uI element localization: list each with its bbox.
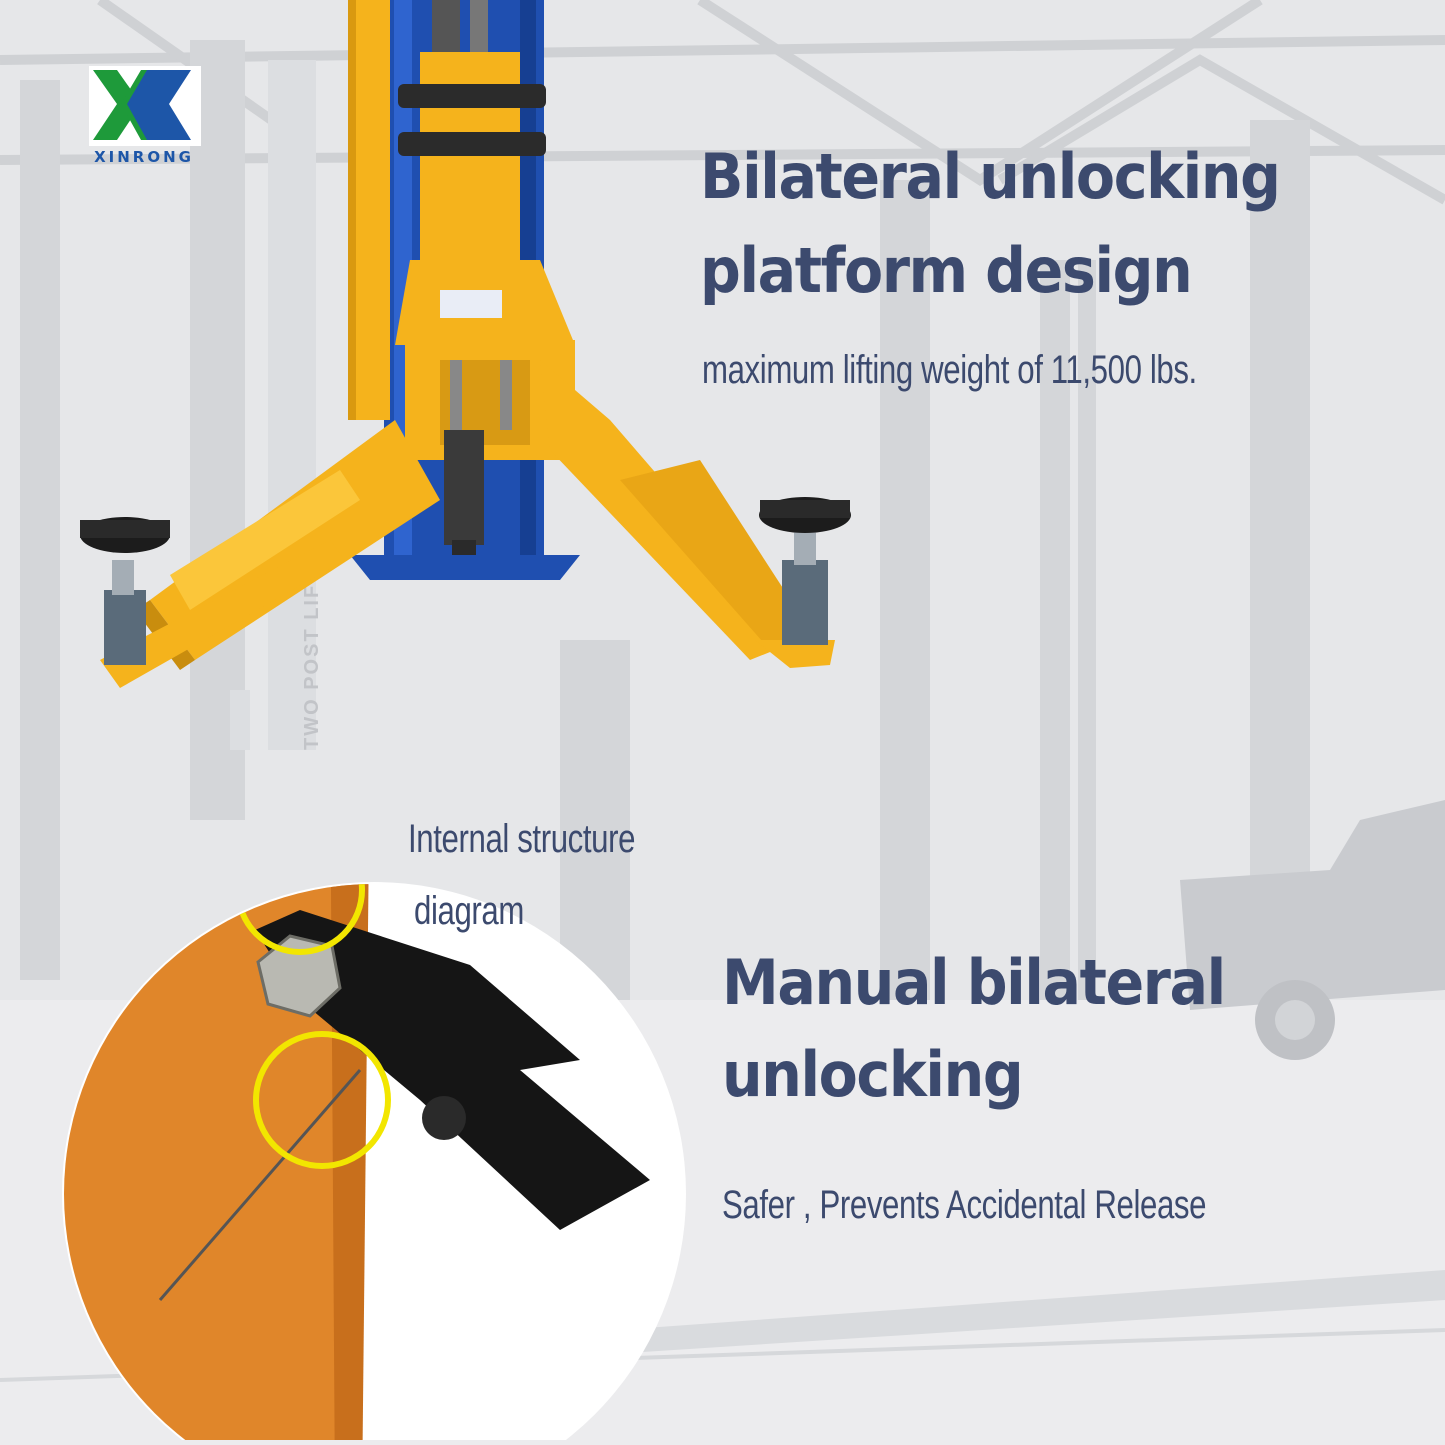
- diagram-label-line-1: Internal structure: [408, 817, 636, 861]
- detail-tagline: Safer , Prevents Accidental Release: [722, 1183, 1207, 1227]
- hero-title-line-2: platform design: [700, 234, 1193, 307]
- internal-structure-diagram: [62, 882, 686, 1440]
- hero-title-line-1: Bilateral unlocking: [700, 140, 1281, 213]
- brand-logo-icon: [89, 66, 201, 146]
- post-label: TWO POST LIFT: [301, 570, 323, 750]
- detail-title-line-2: unlocking: [722, 1038, 1024, 1111]
- brand-name: XINRONG: [94, 148, 194, 166]
- diagram-label-line-2: diagram: [414, 889, 524, 933]
- hero-subtitle: maximum lifting weight of 11,500 lbs.: [702, 348, 1197, 392]
- detail-title-line-1: Manual bilateral: [722, 946, 1226, 1019]
